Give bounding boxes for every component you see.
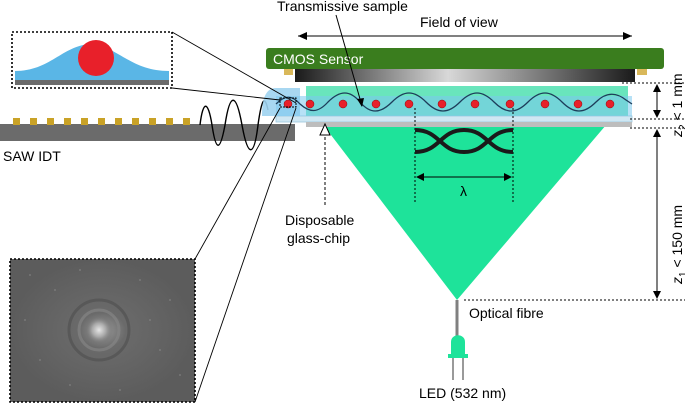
particles xyxy=(283,99,615,109)
dimension-lines xyxy=(464,82,685,301)
inset-connector-2a xyxy=(194,107,281,260)
glass-chip-label: glass-chip xyxy=(287,230,350,246)
hologram-ring-inner xyxy=(77,308,121,352)
led-icon xyxy=(448,335,468,380)
hologram-ring-outer xyxy=(67,298,131,362)
inset-connector-1a xyxy=(171,87,281,101)
field-of-view-label: Field of view xyxy=(420,14,499,30)
light-cone xyxy=(318,118,612,300)
hologram-noise xyxy=(24,269,181,391)
cmos-pixel-array xyxy=(295,69,635,82)
cmos-sensor-label: CMOS Sensor xyxy=(273,51,364,67)
liquid-surface-wave xyxy=(275,92,633,112)
disposable-label: Disposable xyxy=(285,212,354,228)
z1-label: z1 < 150 mm xyxy=(669,205,685,285)
optical-fibre-label: Optical fibre xyxy=(469,305,544,321)
transmissive-sample-label: Transmissive sample xyxy=(277,0,408,14)
inset-substrate xyxy=(15,80,169,85)
standing-wave-1 xyxy=(414,128,514,155)
hologram-center-spot xyxy=(85,316,113,344)
idt-electrodes xyxy=(13,118,190,125)
inset-connector-2b xyxy=(194,107,297,403)
sensor-contacts xyxy=(284,69,647,75)
saw-substrate xyxy=(0,124,295,141)
z2-label: z2 < 1 mm xyxy=(669,73,685,138)
cmos-board xyxy=(266,48,664,69)
lambda-label: λ xyxy=(460,183,467,199)
saw-idt-label: SAW IDT xyxy=(3,148,61,164)
inset-source-box xyxy=(279,97,297,108)
glass-chip xyxy=(275,115,633,123)
transmissive-sample-pointer xyxy=(335,14,363,107)
inset-particle xyxy=(78,40,114,76)
standing-wave-2 xyxy=(414,127,514,154)
glass-chip-base xyxy=(306,122,632,127)
saw-wave xyxy=(199,99,269,151)
inset-connector-1b xyxy=(171,31,297,104)
led-label: LED (532 nm) xyxy=(419,385,506,401)
